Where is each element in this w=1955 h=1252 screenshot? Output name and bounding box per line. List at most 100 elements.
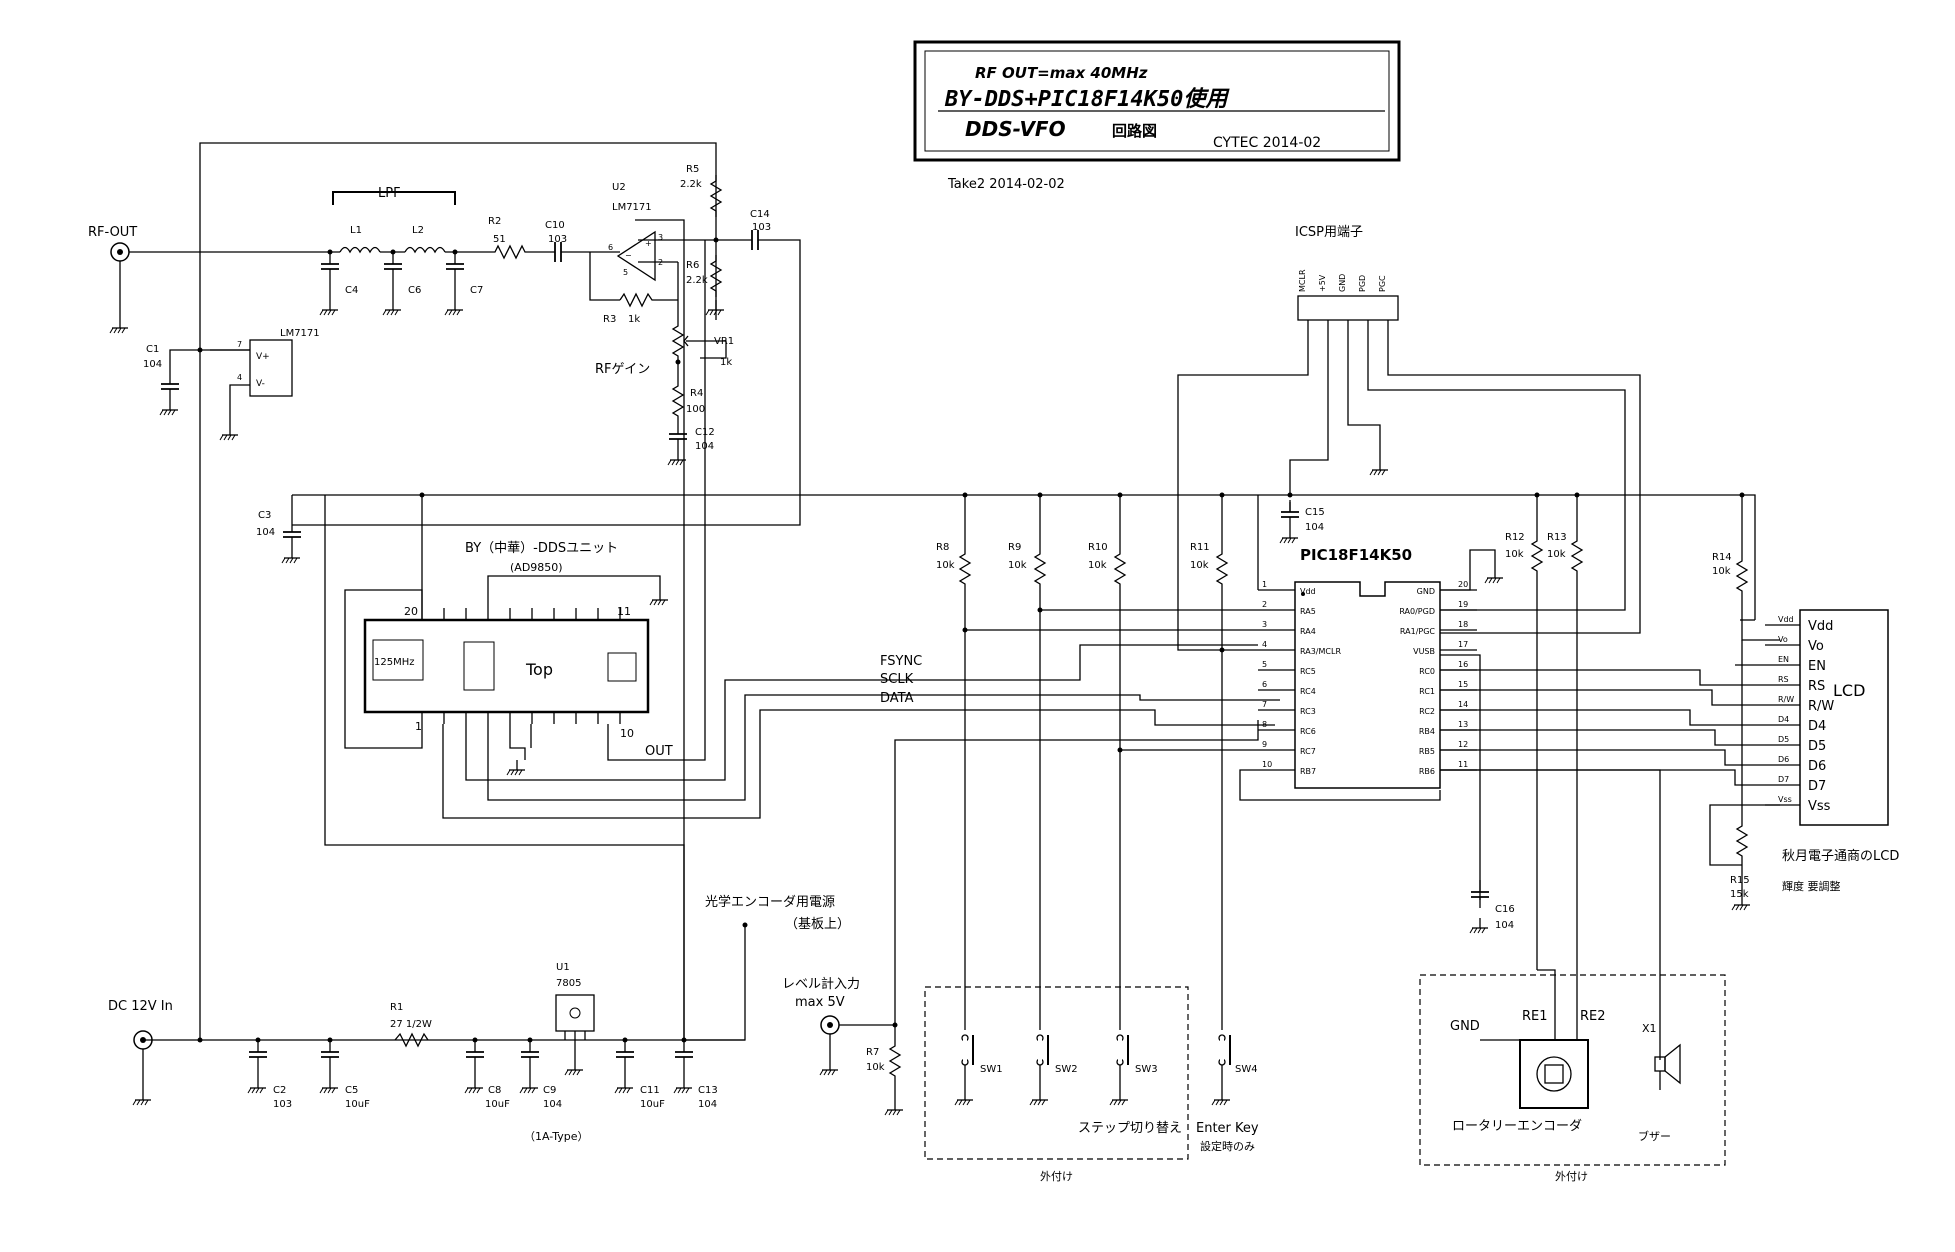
svg-text:5: 5: [623, 268, 628, 277]
svg-text:7: 7: [237, 340, 242, 349]
svg-text:+5V: +5V: [1318, 274, 1327, 292]
svg-text:R5: R5: [686, 164, 699, 175]
pic-pin-num: 10: [1262, 760, 1272, 769]
svg-text:1k: 1k: [720, 357, 732, 368]
svg-text:C7: C7: [470, 285, 483, 296]
ext2-label: 外付け: [1555, 1170, 1588, 1183]
svg-text:C6: C6: [408, 285, 421, 296]
pic-pin-name: RB5: [1419, 747, 1435, 756]
svg-text:104: 104: [1495, 920, 1514, 931]
pic-pin-name: VUSB: [1413, 647, 1435, 656]
svg-text:20: 20: [404, 605, 418, 618]
pic-mcu: PIC18F14K50 1Vdd2RA53RA44RA3/MCLR5RC56RC…: [1257, 495, 1515, 934]
svg-text:10uF: 10uF: [345, 1099, 370, 1110]
level-in-label-2: max 5V: [795, 995, 845, 1010]
lcd-note: 秋月電子通商のLCD: [1782, 849, 1899, 864]
take-label: Take2 2014-02-02: [947, 177, 1065, 192]
title-block: RF OUT=max 40MHz BY-DDS+PIC18F14K50使用 DD…: [913, 40, 1401, 162]
svg-text:10uF: 10uF: [485, 1099, 510, 1110]
pic-pin-num: 1: [1262, 580, 1267, 589]
svg-text:C15: C15: [1305, 507, 1325, 518]
data-label: DATA: [880, 691, 914, 706]
dds-top: Top: [525, 660, 553, 679]
lcd-pin-ext: RS: [1778, 675, 1789, 684]
svg-text:10k: 10k: [1547, 549, 1566, 560]
svg-text:C10: C10: [545, 220, 565, 231]
svg-text:4: 4: [237, 373, 242, 382]
svg-text:15k: 15k: [1730, 889, 1749, 900]
ext1-label: 外付け: [1040, 1170, 1073, 1183]
svg-text:11: 11: [617, 605, 631, 618]
svg-text:10k: 10k: [1088, 560, 1107, 571]
dds-chip-label: (AD9850): [510, 561, 563, 574]
svg-text:L1: L1: [350, 225, 362, 236]
level-in-label-1: レベル計入力: [782, 976, 860, 992]
svg-text:10k: 10k: [1190, 560, 1209, 571]
svg-text:SW3: SW3: [1135, 1064, 1158, 1075]
lcd-pin-name: D5: [1808, 739, 1826, 754]
lcd-pin-ext: D7: [1778, 775, 1789, 784]
svg-text:103: 103: [752, 222, 771, 233]
svg-text:100: 100: [686, 404, 705, 415]
svg-text:LM7171: LM7171: [612, 202, 652, 213]
lcd-pin-name: Vo: [1808, 639, 1824, 654]
lcd-pin-ext: Vdd: [1778, 615, 1794, 624]
enc-power-label-2: （基板上）: [785, 917, 850, 932]
svg-text:SW4: SW4: [1235, 1064, 1258, 1075]
lcd-pin-name: D4: [1808, 719, 1826, 734]
pic-pin-num: 3: [1262, 620, 1267, 629]
svg-text:C9: C9: [543, 1085, 556, 1096]
rf-gain-label: RFゲイン: [595, 362, 650, 377]
svg-text:C13: C13: [698, 1085, 718, 1096]
gnd-label: GND: [1450, 1019, 1480, 1034]
pic-pin-num: 9: [1262, 740, 1267, 749]
pic-pin-num: 12: [1458, 740, 1468, 749]
svg-text:C14: C14: [750, 209, 770, 220]
svg-text:10k: 10k: [936, 560, 955, 571]
pic-pin-num: 14: [1458, 700, 1468, 709]
svg-text:C3: C3: [258, 510, 271, 521]
svg-text:R14: R14: [1712, 552, 1732, 563]
svg-text:10k: 10k: [866, 1062, 885, 1073]
svg-text:C1: C1: [146, 344, 159, 355]
svg-text:10uF: 10uF: [640, 1099, 665, 1110]
svg-text:2.2k: 2.2k: [686, 275, 708, 286]
lcd-pin-ext: EN: [1778, 655, 1789, 664]
pic-pin-name: GND: [1417, 587, 1435, 596]
pic-pin-name: RB6: [1419, 767, 1435, 776]
pic-pin-name: RA5: [1300, 607, 1316, 616]
svg-text:104: 104: [143, 359, 162, 370]
svg-text:7805: 7805: [556, 978, 581, 989]
pic-pin-num: 16: [1458, 660, 1468, 669]
svg-text:10k: 10k: [1505, 549, 1524, 560]
lcd-pin-ext: R/W: [1778, 695, 1794, 704]
dds-unit-label: BY（中華）-DDSユニット: [465, 541, 618, 556]
dds-out-label: OUT: [645, 744, 673, 759]
svg-text:R11: R11: [1190, 542, 1210, 553]
title-line-1: RF OUT=max 40MHz: [975, 64, 1148, 82]
svg-text:3: 3: [658, 233, 663, 242]
svg-text:C8: C8: [488, 1085, 501, 1096]
svg-text:R2: R2: [488, 216, 501, 227]
enc-power-label-1: 光学エンコーダ用電源: [705, 894, 835, 910]
pic-pin-num: 13: [1458, 720, 1468, 729]
pic-pin-name: RA3/MCLR: [1300, 647, 1341, 656]
svg-text:104: 104: [1305, 522, 1324, 533]
svg-text:R10: R10: [1088, 542, 1108, 553]
pic-pin-name: RC7: [1300, 747, 1316, 756]
pic-pin-name: RC5: [1300, 667, 1316, 676]
title-line-3: DDS-VFO: [965, 117, 1066, 141]
power-supply: DC 12V In C2 103 C5 10uF R1 27 1/2W C8 1…: [108, 894, 850, 1143]
lcd-pin-name: Vdd: [1808, 619, 1833, 634]
svg-text:LM7171: LM7171: [280, 328, 320, 339]
enter-sub-label: 設定時のみ: [1200, 1139, 1255, 1153]
svg-text:27 1/2W: 27 1/2W: [390, 1019, 432, 1030]
svg-text:U2: U2: [612, 182, 626, 193]
svg-text:−: −: [625, 251, 632, 260]
svg-text:C5: C5: [345, 1085, 358, 1096]
svg-text:104: 104: [256, 527, 275, 538]
svg-text:+: +: [645, 239, 652, 248]
svg-text:10: 10: [620, 727, 634, 740]
lcd-pin-ext: Vss: [1778, 795, 1792, 804]
svg-text:104: 104: [698, 1099, 717, 1110]
